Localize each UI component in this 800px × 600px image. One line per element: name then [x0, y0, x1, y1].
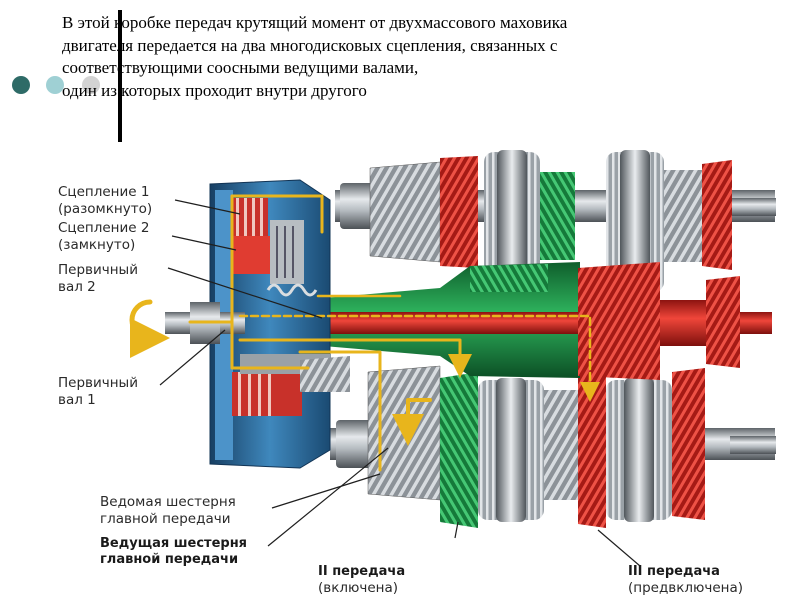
upper-synchronizer-2	[606, 150, 664, 294]
heading-line-3: соответствующими соосными ведущими валам…	[62, 58, 419, 77]
label-gear-3: III передача (предвключена)	[628, 564, 743, 596]
label-input-shaft-2-line2: вал 2	[58, 279, 96, 295]
lower-green-gear-engaged	[440, 372, 478, 528]
label-clutch-1-state: (разомкнуто)	[58, 201, 152, 217]
clutch-2-pack	[232, 220, 304, 284]
lower-synchronizer-1	[478, 378, 544, 522]
label-gear-2-state: (включена)	[318, 580, 398, 596]
power-flow-path	[129, 194, 600, 472]
upper-synchronizer-1	[484, 150, 540, 294]
upper-green-gear	[540, 172, 575, 260]
bullet-dot-dark	[12, 76, 30, 94]
label-drive-final-gear-line2: главной передачи	[100, 552, 238, 567]
label-driven-final-gear-line1: Ведомая шестерня	[100, 494, 236, 510]
label-clutch-1-name: Сцепление 1	[58, 184, 149, 200]
label-input-shaft-1: Первичный вал 1	[58, 375, 138, 408]
lower-red-gear-right	[672, 368, 705, 520]
upper-gray-gear-right	[664, 170, 702, 262]
label-gear-3-name: III передача	[628, 564, 720, 579]
heading-line-1: В этой коробке передач крутящий момент о…	[62, 13, 568, 32]
label-input-shaft-1-line1: Первичный	[58, 375, 138, 391]
label-drive-final-gear-line1: Ведущая шестерня	[100, 536, 247, 551]
label-clutch-2-name: Сцепление 2	[58, 220, 149, 236]
title-vertical-bar	[118, 10, 122, 142]
bullet-dot-gray	[82, 76, 100, 94]
heading-text: В этой коробке передач крутящий момент о…	[62, 12, 792, 102]
label-driven-final-gear: Ведомая шестерня главной передачи	[100, 494, 236, 527]
label-gear-2-name: II передача	[318, 564, 405, 579]
upper-red-gear	[440, 156, 478, 268]
bullet-dot-light	[46, 76, 64, 94]
upper-red-gear-right	[702, 160, 732, 270]
clutch-1-pack	[232, 198, 268, 242]
heading-line-4: один из которых проходит внутри другого	[62, 80, 367, 100]
label-clutch-2-state: (замкнуто)	[58, 237, 135, 253]
lower-gray-gear-mid	[544, 390, 578, 500]
label-input-shaft-2-line1: Первичный	[58, 262, 138, 278]
label-driven-final-gear-line2: главной передачи	[100, 511, 230, 527]
label-clutch-1: Сцепление 1 (разомкнуто)	[58, 184, 152, 217]
label-gear-3-state: (предвключена)	[628, 580, 743, 596]
label-clutch-2: Сцепление 2 (замкнуто)	[58, 220, 149, 253]
lower-synchronizer-2	[606, 378, 672, 522]
label-input-shaft-1-line2: вал 1	[58, 392, 96, 408]
label-input-shaft-2: Первичный вал 2	[58, 262, 138, 295]
heading-line-2: двигателя передается на два многодисковы…	[62, 35, 558, 55]
input-shaft-2-red	[240, 262, 772, 380]
clutch-lower-pack	[232, 354, 350, 416]
upper-helical-gear-large	[369, 161, 441, 263]
lower-red-gear-preselected	[578, 362, 606, 528]
label-gear-2: II передача (включена)	[318, 564, 405, 596]
clutch-spring	[266, 283, 318, 297]
label-drive-final-gear: Ведущая шестерня главной передачи	[100, 536, 247, 567]
leader-lines	[159, 199, 641, 567]
